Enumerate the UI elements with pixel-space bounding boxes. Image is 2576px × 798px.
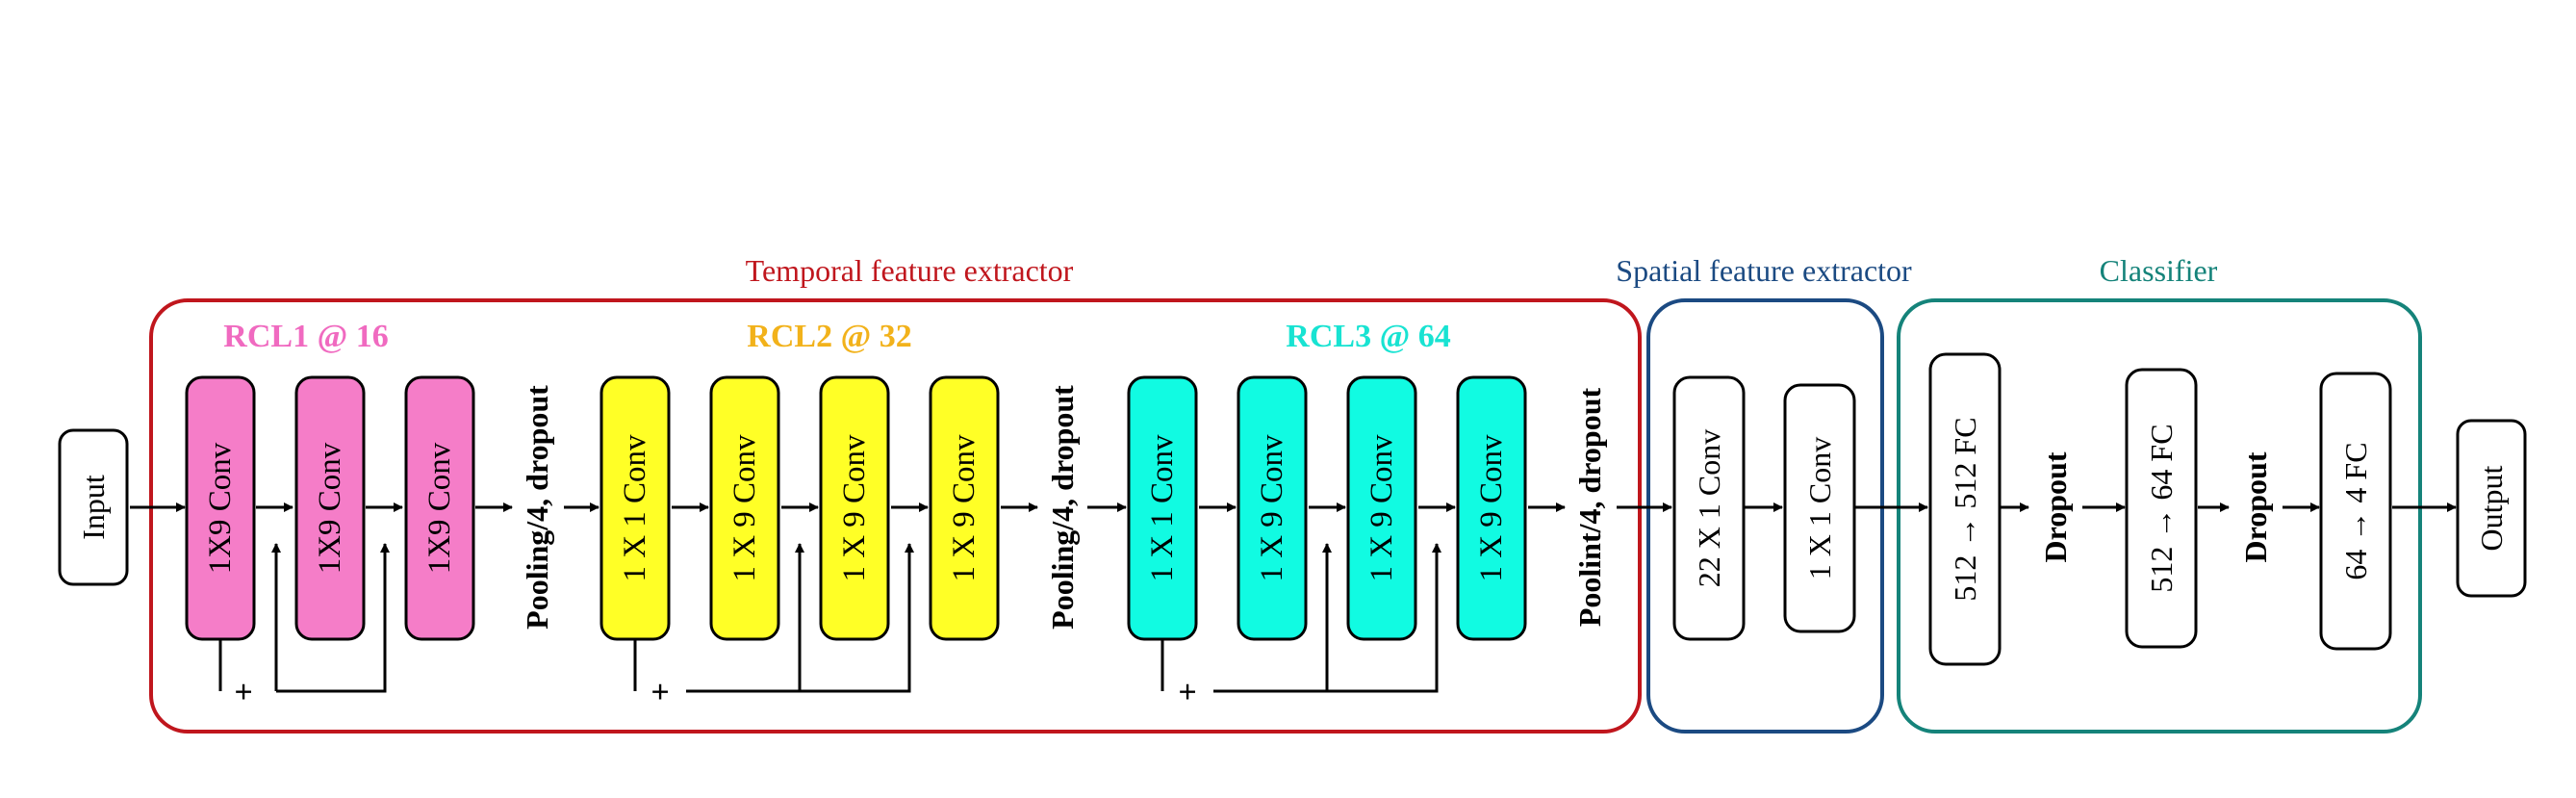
plus-sign-rcl3: +	[1178, 675, 1196, 710]
temporal-feature-extractor-box	[149, 298, 1642, 734]
rcl2-conv-4: 1 X 9 Conv	[929, 375, 1000, 641]
output-node: Output	[2456, 419, 2527, 598]
rcl3-conv-3-label: 1 X 9 Conv	[1365, 434, 1399, 582]
classifier-box	[1897, 298, 2422, 734]
rcl1-conv-1: 1X9 Conv	[185, 375, 256, 641]
rcl2-conv-3-label: 1 X 9 Conv	[837, 434, 872, 582]
rcl3-conv-1: 1 X 1 Conv	[1127, 375, 1198, 641]
rcl3-label: RCL3 @ 64	[1286, 319, 1450, 354]
spatial-conv-2: 1 X 1 Conv	[1783, 383, 1856, 633]
spatial-conv-1: 22 X 1 Conv	[1672, 375, 1746, 641]
plus-sign-rcl2: +	[650, 675, 669, 710]
input-label: Input	[76, 475, 111, 540]
fc-layer-2: 512 → 64 FC	[2125, 368, 2198, 649]
temporal-feature-extractor-title: Temporal feature extractor	[746, 253, 1074, 288]
fc-layer-2-label: 512 → 64 FC	[2144, 424, 2179, 592]
pooling-2-label: Pooling/4, dropout	[1045, 385, 1080, 630]
spatial-conv-1-label: 22 X 1 Conv	[1692, 429, 1726, 587]
rcl1-conv-2-label: 1X9 Conv	[313, 442, 347, 574]
rcl2-label: RCL2 @ 32	[747, 319, 911, 354]
rcl2-conv-1-label: 1 X 1 Conv	[618, 434, 652, 582]
rcl1-conv-2: 1X9 Conv	[294, 375, 366, 641]
rcl2-conv-1: 1 X 1 Conv	[599, 375, 671, 641]
rcl2-conv-2: 1 X 9 Conv	[709, 375, 780, 641]
rcl1-label: RCL1 @ 16	[223, 319, 388, 354]
input-node: Input	[58, 428, 129, 586]
fc-layer-1: 512 → 512 FC	[1928, 352, 2002, 666]
spatial-feature-extractor-box	[1646, 298, 1884, 734]
rcl2-conv-3: 1 X 9 Conv	[819, 375, 890, 641]
rcl1-conv-1-label: 1X9 Conv	[203, 442, 238, 574]
plus-sign-rcl1: +	[234, 675, 252, 710]
fc-layer-1-label: 512 → 512 FC	[1948, 417, 1982, 601]
rcl2-conv-4-label: 1 X 9 Conv	[947, 434, 982, 582]
rcl1-conv-3: 1X9 Conv	[404, 375, 475, 641]
spatial-feature-extractor-title: Spatial feature extractor	[1616, 253, 1912, 288]
pooling-1-label: Pooling/4, dropout	[520, 385, 554, 630]
fc-layer-3-label: 64 → 4 FC	[2338, 442, 2373, 579]
rcl1-conv-3-label: 1X9 Conv	[422, 442, 457, 574]
rcl3-conv-4-label: 1 X 9 Conv	[1474, 434, 1509, 582]
classifier-title: Classifier	[2100, 253, 2218, 288]
dropout-2-label: Dropout	[2238, 451, 2273, 562]
dropout-1-label: Dropout	[2038, 451, 2073, 562]
pooling-3-label: Poolint/4, dropout	[1572, 387, 1607, 627]
output-label: Output	[2474, 465, 2509, 551]
rcl2-conv-2-label: 1 X 9 Conv	[727, 434, 762, 582]
rcl3-conv-2: 1 X 9 Conv	[1237, 375, 1308, 641]
rcl3-conv-1-label: 1 X 1 Conv	[1145, 434, 1180, 582]
fc-layer-3: 64 → 4 FC	[2319, 372, 2392, 651]
rcl3-conv-2-label: 1 X 9 Conv	[1255, 434, 1289, 582]
rcl3-conv-3: 1 X 9 Conv	[1346, 375, 1417, 641]
skip-connections	[218, 543, 1441, 693]
rcl3-conv-4: 1 X 9 Conv	[1456, 375, 1527, 641]
spatial-conv-2-label: 1 X 1 Conv	[1802, 437, 1837, 579]
